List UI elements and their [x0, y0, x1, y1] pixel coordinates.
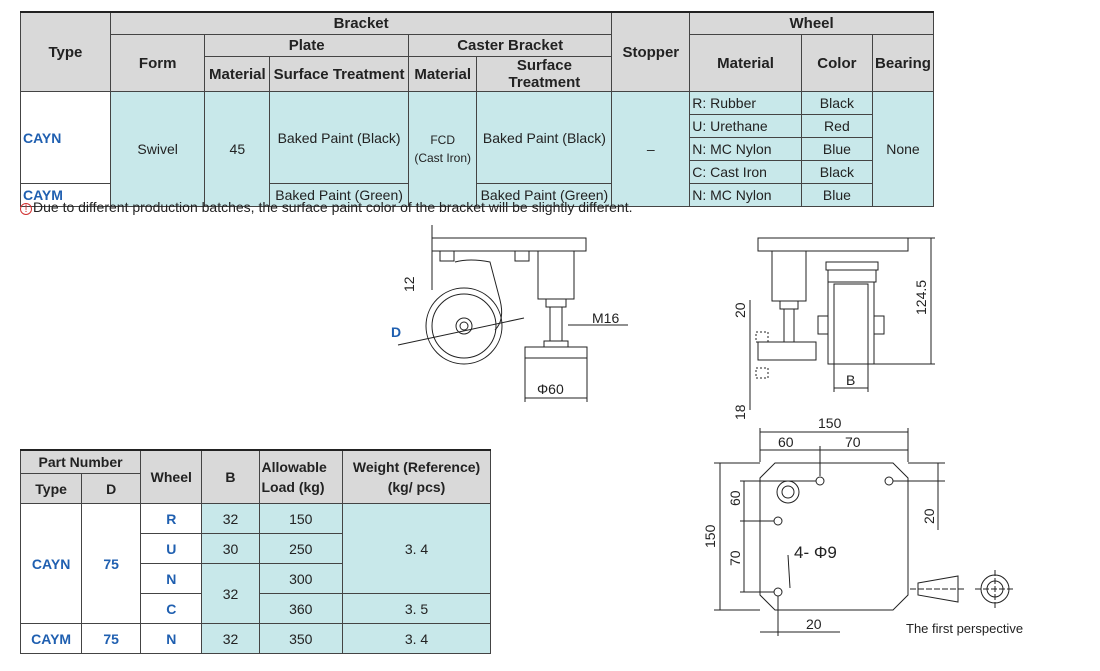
perspective-label: The first perspective: [906, 621, 1023, 636]
dim-20-front: 20: [732, 302, 748, 318]
part-d-cayn: 75: [81, 503, 142, 624]
header-plate: Plate: [204, 34, 409, 57]
dim-20-right: 20: [921, 508, 937, 524]
wheel-material-0: R: Rubber: [689, 91, 802, 115]
header-load: Allowable Load (kg): [258, 449, 344, 504]
dim-60-left: 60: [727, 490, 743, 506]
type-caym: CAYM: [20, 183, 111, 207]
part-wheel-0: R: [140, 503, 203, 534]
dim-18: 18: [732, 404, 748, 420]
part-type-cayn: CAYN: [19, 503, 83, 624]
caster-surface-cayn: Baked Paint (Black): [476, 91, 613, 184]
caster-material-value: FCD (Cast Iron): [407, 91, 478, 207]
side-view-drawing: [397, 225, 628, 402]
header-caster-surface: Surface Treatment: [476, 56, 613, 92]
wheel-color-1: Red: [800, 114, 873, 138]
wheel-material-3: C: Cast Iron: [689, 160, 802, 184]
part-wheel-2: N: [140, 563, 203, 594]
stopper-value: –: [611, 91, 691, 207]
dim-b: B: [846, 372, 855, 388]
part-load-3: 360: [258, 593, 344, 624]
part-wheel-3: C: [140, 593, 203, 624]
part-b-1: 30: [201, 533, 260, 564]
bearing-value: None: [871, 91, 935, 207]
header-stopper: Stopper: [611, 11, 691, 92]
plate-material-value: 45: [204, 91, 271, 207]
part-b-4: 32: [201, 623, 260, 654]
wheel-material-2: N: MC Nylon: [689, 137, 802, 161]
header-caster-bracket: Caster Bracket: [407, 34, 613, 57]
spec-table: Type Bracket Stopper Wheel Form Plate Ca…: [20, 11, 935, 207]
header-type: Type: [19, 473, 83, 504]
header-d: D: [81, 473, 142, 504]
dim-70-left: 70: [727, 550, 743, 566]
caster-material-line1: FCD: [430, 133, 456, 147]
plate-surface-caym: Baked Paint (Green): [269, 183, 409, 207]
header-part-number: Part Number: [19, 449, 142, 474]
header-weight: Weight (Reference) (kg/ pcs): [342, 449, 491, 504]
part-wheel-4: N: [140, 623, 203, 654]
dim-60-top: 60: [778, 434, 794, 450]
part-d-caym: 75: [81, 623, 142, 654]
header-b: B: [201, 449, 260, 504]
header-wheel: Wheel: [140, 449, 203, 504]
header-form: Form: [109, 34, 206, 92]
part-load-0: 150: [258, 503, 344, 534]
part-weight-cayn-1: 3. 4: [342, 503, 491, 594]
header-color: Color: [800, 34, 873, 92]
caster-surface-caym: Baked Paint (Green): [476, 183, 613, 207]
part-load-1: 250: [258, 533, 344, 564]
header-caster-material: Material: [407, 56, 478, 92]
wheel-material-1: U: Urethane: [689, 114, 802, 138]
dim-m16: M16: [592, 310, 619, 326]
wheel-color-2: Blue: [800, 137, 873, 161]
header-weight-line2: (kg/ pcs): [387, 479, 446, 495]
plate-surface-cayn: Baked Paint (Black): [269, 91, 409, 184]
part-wheel-1: U: [140, 533, 203, 564]
parts-table: Part Number Wheel B Allowable Load (kg) …: [19, 449, 491, 654]
dim-20-bottom: 20: [806, 616, 822, 632]
part-b-0: 32: [201, 503, 260, 534]
form-value: Swivel: [109, 91, 206, 207]
dim-150-left: 150: [702, 524, 718, 548]
caster-material-line2: (Cast Iron): [414, 151, 472, 165]
holes-label: 4- Φ9: [794, 543, 837, 562]
header-load-line1: Allowable: [261, 459, 327, 475]
dim-d: D: [391, 324, 401, 340]
part-b-2: 32: [201, 563, 260, 624]
wheel-material-4: N: MC Nylon: [689, 183, 802, 207]
type-cayn: CAYN: [20, 91, 111, 184]
wheel-color-4: Blue: [800, 183, 873, 207]
header-plate-surface: Surface Treatment: [269, 56, 409, 92]
part-load-4: 350: [258, 623, 344, 654]
header-load-line2: Load (kg): [261, 479, 325, 495]
plate-view-drawing: [714, 428, 1015, 636]
part-type-caym: CAYM: [19, 623, 83, 654]
dim-124-5: 124.5: [913, 280, 929, 315]
part-load-2: 300: [258, 563, 344, 594]
dim-phi60: Φ60: [537, 381, 564, 397]
note-text: Due to different production batches, the…: [33, 199, 633, 215]
warning-icon: !: [20, 203, 32, 215]
part-weight-cayn-2: 3. 5: [342, 593, 491, 624]
header-weight-line1: Weight (Reference): [352, 459, 481, 475]
header-wheel: Wheel: [689, 11, 934, 35]
header-type: Type: [20, 11, 111, 92]
dim-70-top: 70: [845, 434, 861, 450]
header-bracket: Bracket: [109, 11, 613, 35]
part-weight-caym: 3. 4: [342, 623, 491, 654]
dim-12: 12: [401, 276, 417, 292]
header-wheel-material: Material: [689, 34, 802, 92]
front-view-drawing: [749, 237, 935, 410]
dim-150-top: 150: [818, 415, 842, 431]
note: !Due to different production batches, th…: [20, 199, 633, 215]
